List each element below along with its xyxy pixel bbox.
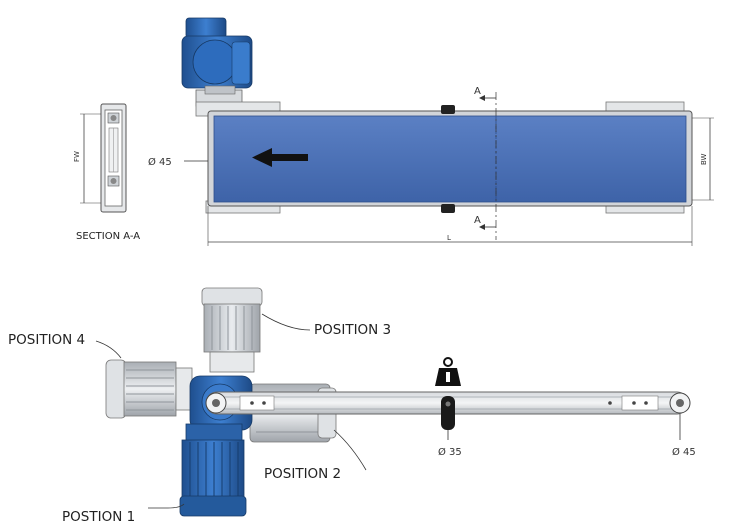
- motor-position-4: [105, 359, 193, 419]
- load-weight-icon: [435, 357, 461, 386]
- label-position-1: POSTION 1: [62, 509, 135, 525]
- section-caption: SECTION A-A: [76, 231, 140, 242]
- label-position-4: POSITION 4: [8, 332, 85, 348]
- section-a-a-view: FW SECTION A-A: [73, 103, 140, 242]
- roller-diameter-mid-label: Ø 35: [438, 446, 462, 458]
- side-view: Ø 35 Ø 45 POSITION 4 POSITION 3 POSITION…: [8, 287, 696, 525]
- roller-diameter-end-label: Ø 45: [672, 446, 696, 458]
- roller-diameter-label: Ø 45: [148, 156, 172, 168]
- section-mark-top: A: [474, 86, 481, 97]
- motor-position-1: [179, 423, 247, 517]
- top-view: A A Ø 45 BW L: [148, 17, 714, 246]
- section-mark-bottom: A: [474, 215, 481, 226]
- fw-dimension-label: FW: [73, 151, 81, 162]
- motor-position-3: [201, 287, 263, 373]
- direction-arrow-icon: [252, 148, 308, 167]
- label-position-3: POSITION 3: [314, 322, 391, 338]
- top-motor: [181, 17, 253, 107]
- bw-dimension-label: BW: [700, 153, 708, 165]
- label-position-2: POSITION 2: [264, 466, 341, 482]
- length-dimension-label: L: [447, 234, 451, 242]
